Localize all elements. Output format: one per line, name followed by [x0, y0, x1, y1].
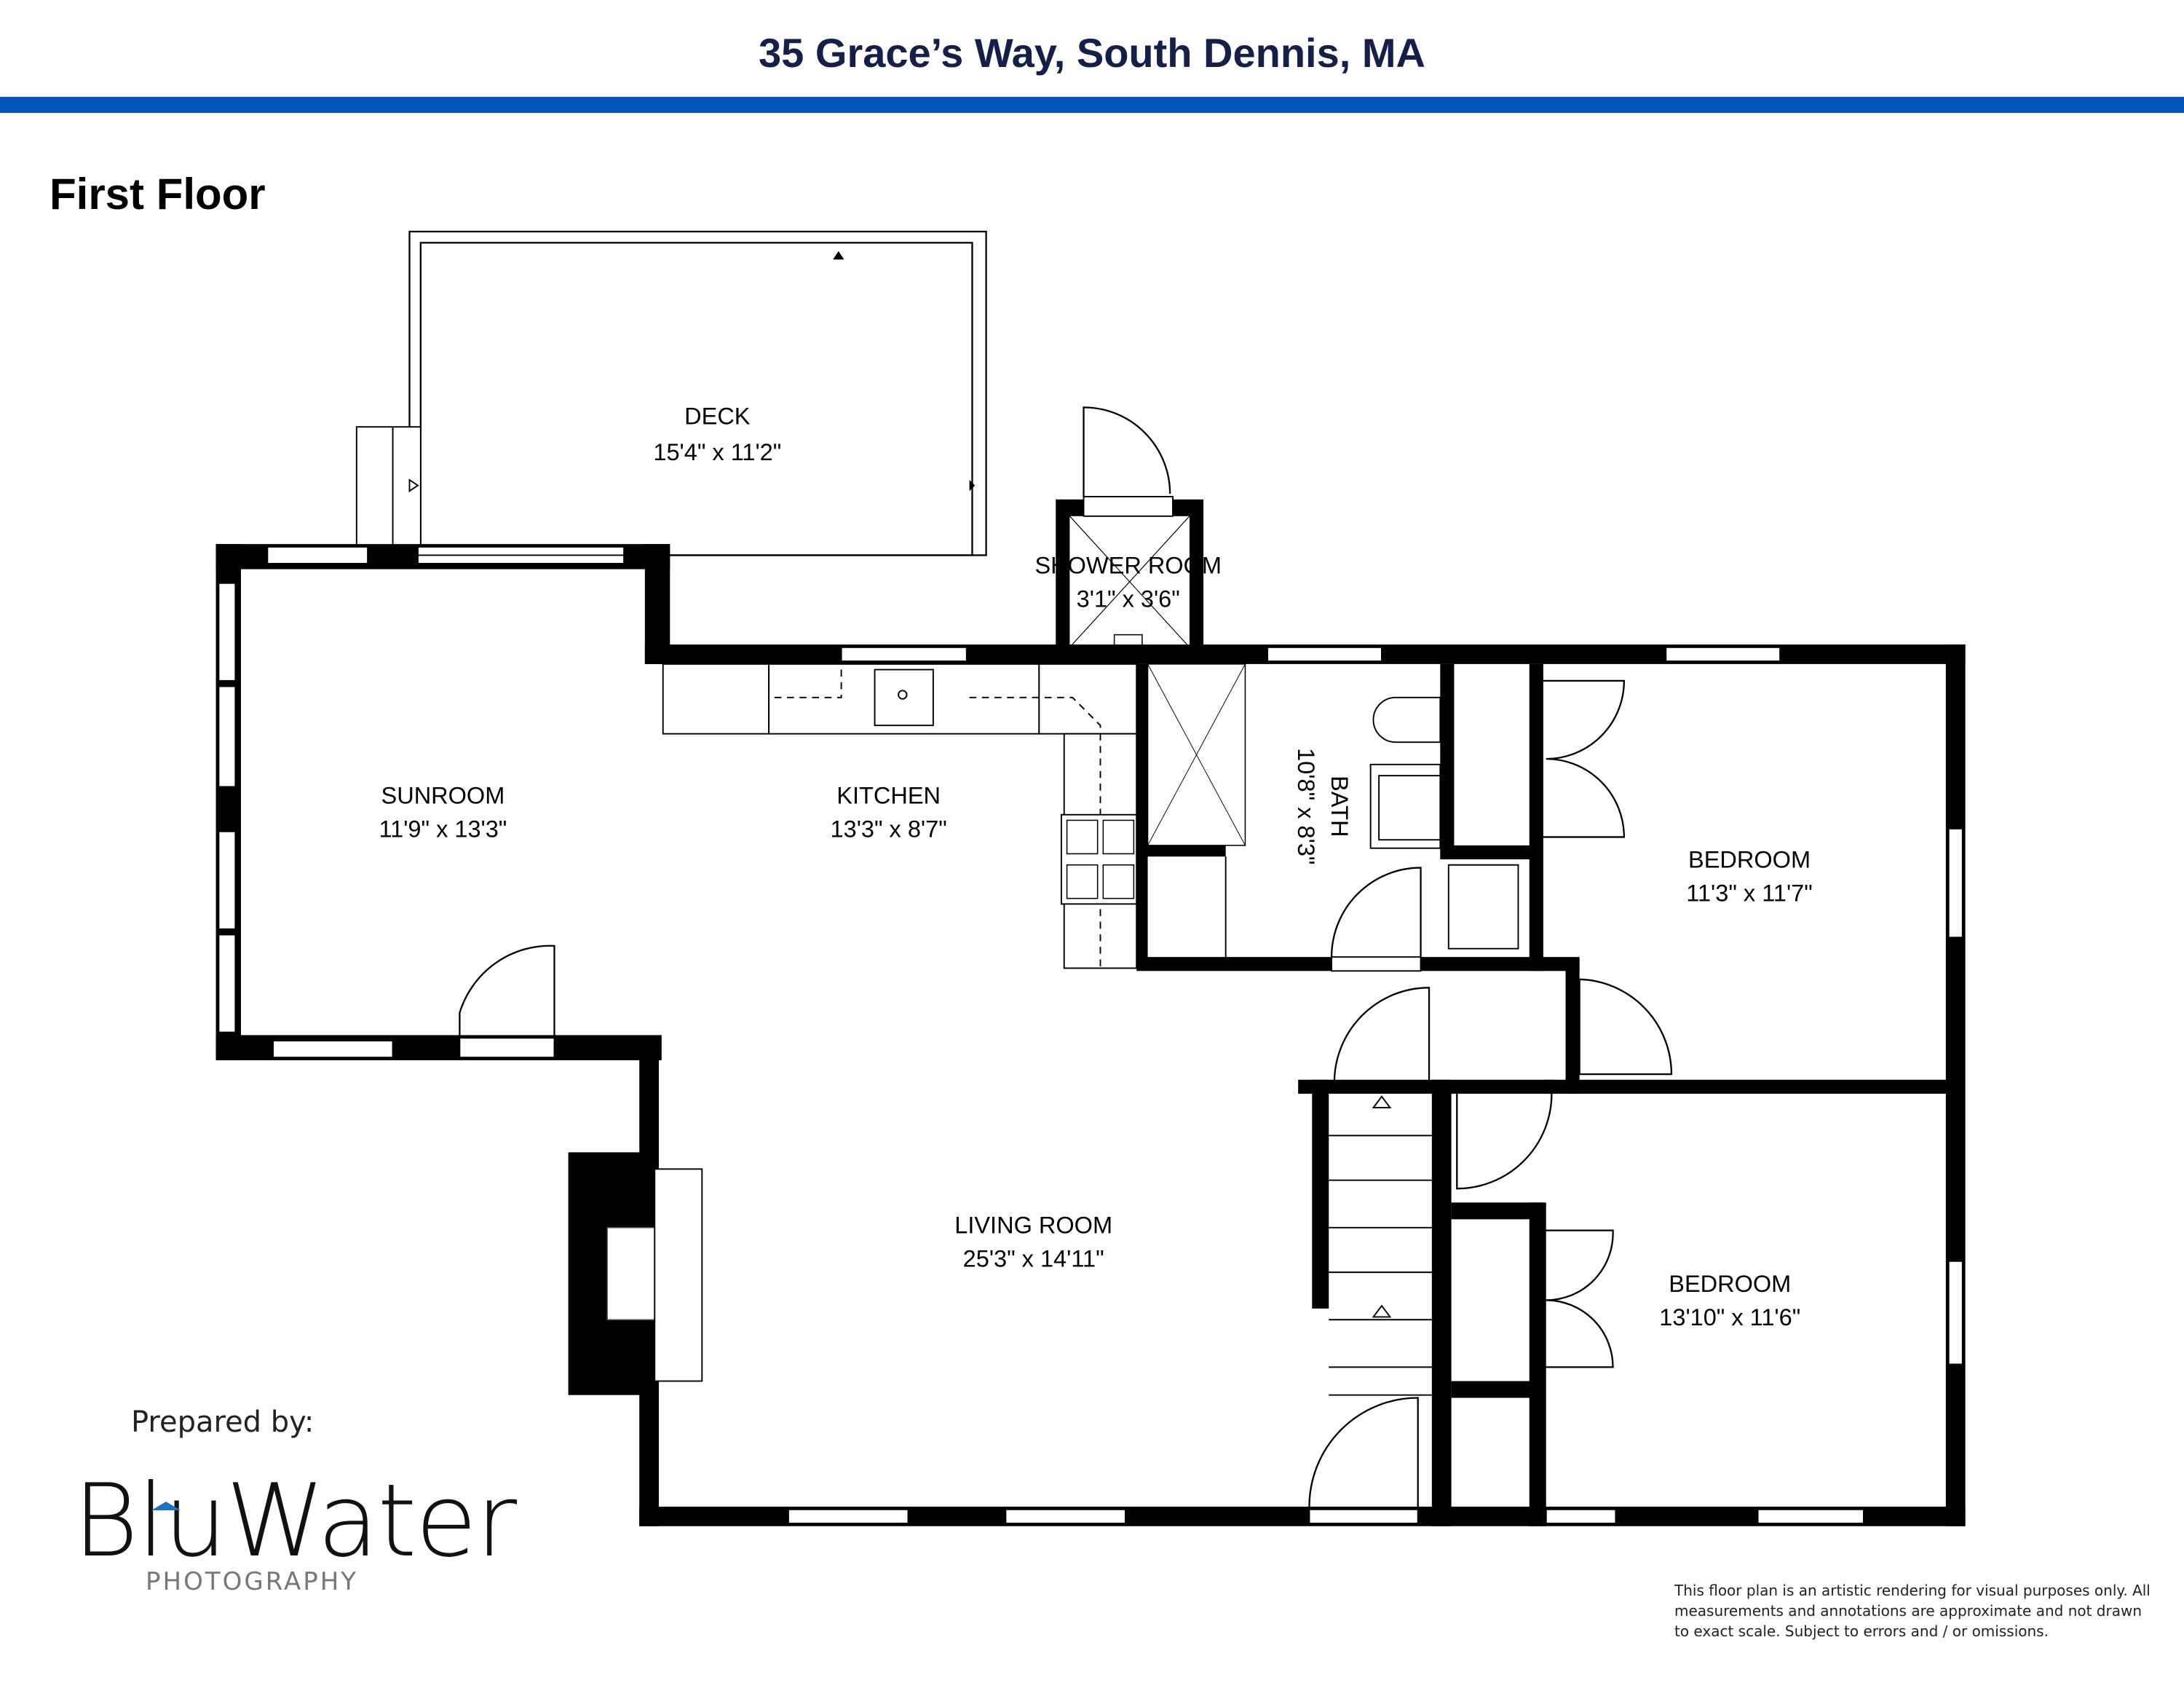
floor-label: First Floor: [50, 170, 266, 218]
room-dim-sunroom: 11'9" x 13'3": [379, 816, 507, 842]
prepared-by-label: Prepared by:: [131, 1405, 314, 1439]
room-dim-kitchen: 13'3" x 8'7": [831, 816, 947, 842]
header-accent-bar: [0, 97, 2184, 113]
room-label-bath: BATH: [1326, 776, 1353, 837]
room-dim-bedroom-1: 11'3" x 11'7": [1686, 880, 1812, 907]
room-dim-living-room: 25'3" x 14'11": [963, 1245, 1104, 1271]
logo-roof-icon: [151, 1502, 181, 1510]
room-label-deck: DECK: [684, 403, 751, 429]
room-label-shower: SHOWER ROOM: [1035, 552, 1222, 578]
room-dim-shower: 3'1" x 3'6": [1077, 585, 1180, 612]
bluwater-logo: BluWater PHOTOGRAPHY: [73, 1462, 517, 1597]
room-labels: DECK 15'4" x 11'2" SHOWER ROOM 3'1" x 3'…: [379, 403, 1812, 1330]
hall-stairs: [1298, 679, 1964, 1526]
room-label-bedroom-2: BEDROOM: [1669, 1271, 1791, 1297]
room-label-sunroom: SUNROOM: [381, 782, 505, 808]
bath-walls: [1136, 663, 1580, 972]
room-dim-bedroom-2: 13'10" x 11'6": [1659, 1304, 1800, 1330]
deck: [355, 230, 987, 556]
shower-room: [1056, 406, 1204, 648]
fireplace: [568, 1152, 703, 1395]
room-dim-deck: 15'4" x 11'2": [653, 439, 781, 465]
room-label-living-room: LIVING ROOM: [954, 1212, 1112, 1238]
logo-subtitle: PHOTOGRAPHY: [146, 1567, 359, 1596]
page-title: 35 Grace’s Way, South Dennis, MA: [759, 30, 1425, 76]
room-label-bedroom-1: BEDROOM: [1688, 847, 1811, 873]
disclaimer-text: This floor plan is an artistic rendering…: [1674, 1582, 2151, 1640]
logo-wordmark: BluWater: [73, 1462, 517, 1579]
sunroom-walls: [215, 544, 670, 1060]
room-dim-bath: 10'8" x 8'3": [1293, 748, 1319, 864]
room-label-kitchen: KITCHEN: [836, 782, 941, 808]
